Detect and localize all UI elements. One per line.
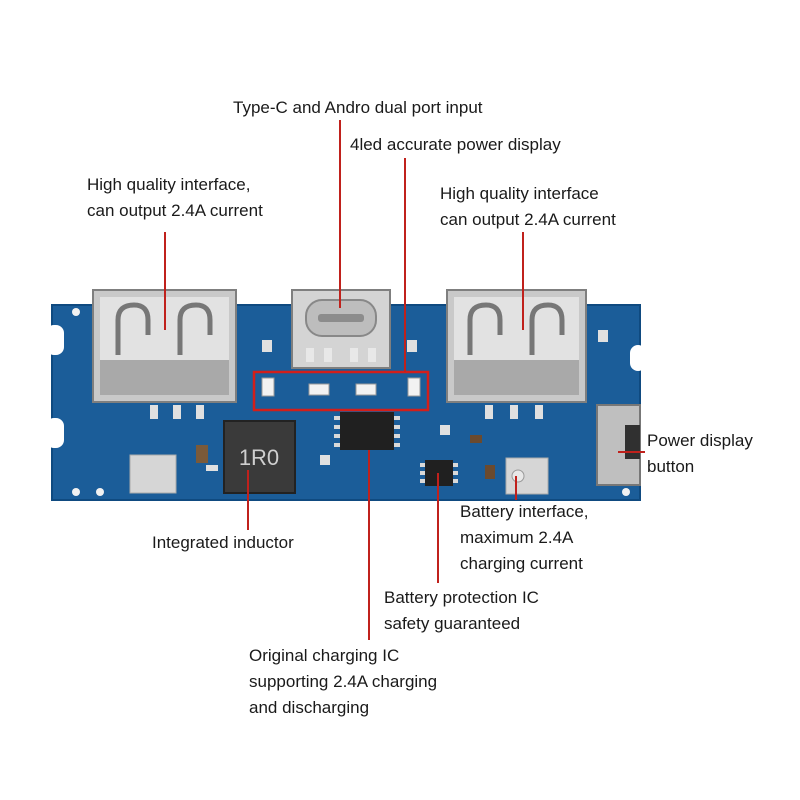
label-input-ports: Type-C and Andro dual port input (233, 98, 483, 117)
label-battery-interface: Battery interface, maximum 2.4A charging… (460, 502, 589, 573)
label-power-button: Power display button (647, 431, 753, 476)
charging-ic (334, 412, 400, 450)
label-left-usb: High quality interface, can output 2.4A … (87, 175, 263, 220)
inductor-code: 1R0 (239, 445, 279, 470)
right-usb-port (446, 289, 587, 419)
battery-pad-positive (129, 454, 177, 494)
led-highlight-box (252, 370, 430, 412)
label-charging-ic: Original charging IC supporting 2.4A cha… (249, 646, 438, 717)
led-row (261, 377, 421, 397)
power-button (596, 404, 641, 486)
inductor-component: 1R0 (223, 420, 296, 494)
label-protection-ic: Battery protection IC safety guaranteed (384, 588, 539, 633)
label-led-display: 4led accurate power display (350, 135, 561, 154)
label-inductor: Integrated inductor (152, 533, 294, 552)
leader-lines (164, 120, 645, 640)
label-right-usb: High quality interface can output 2.4A c… (440, 184, 616, 229)
